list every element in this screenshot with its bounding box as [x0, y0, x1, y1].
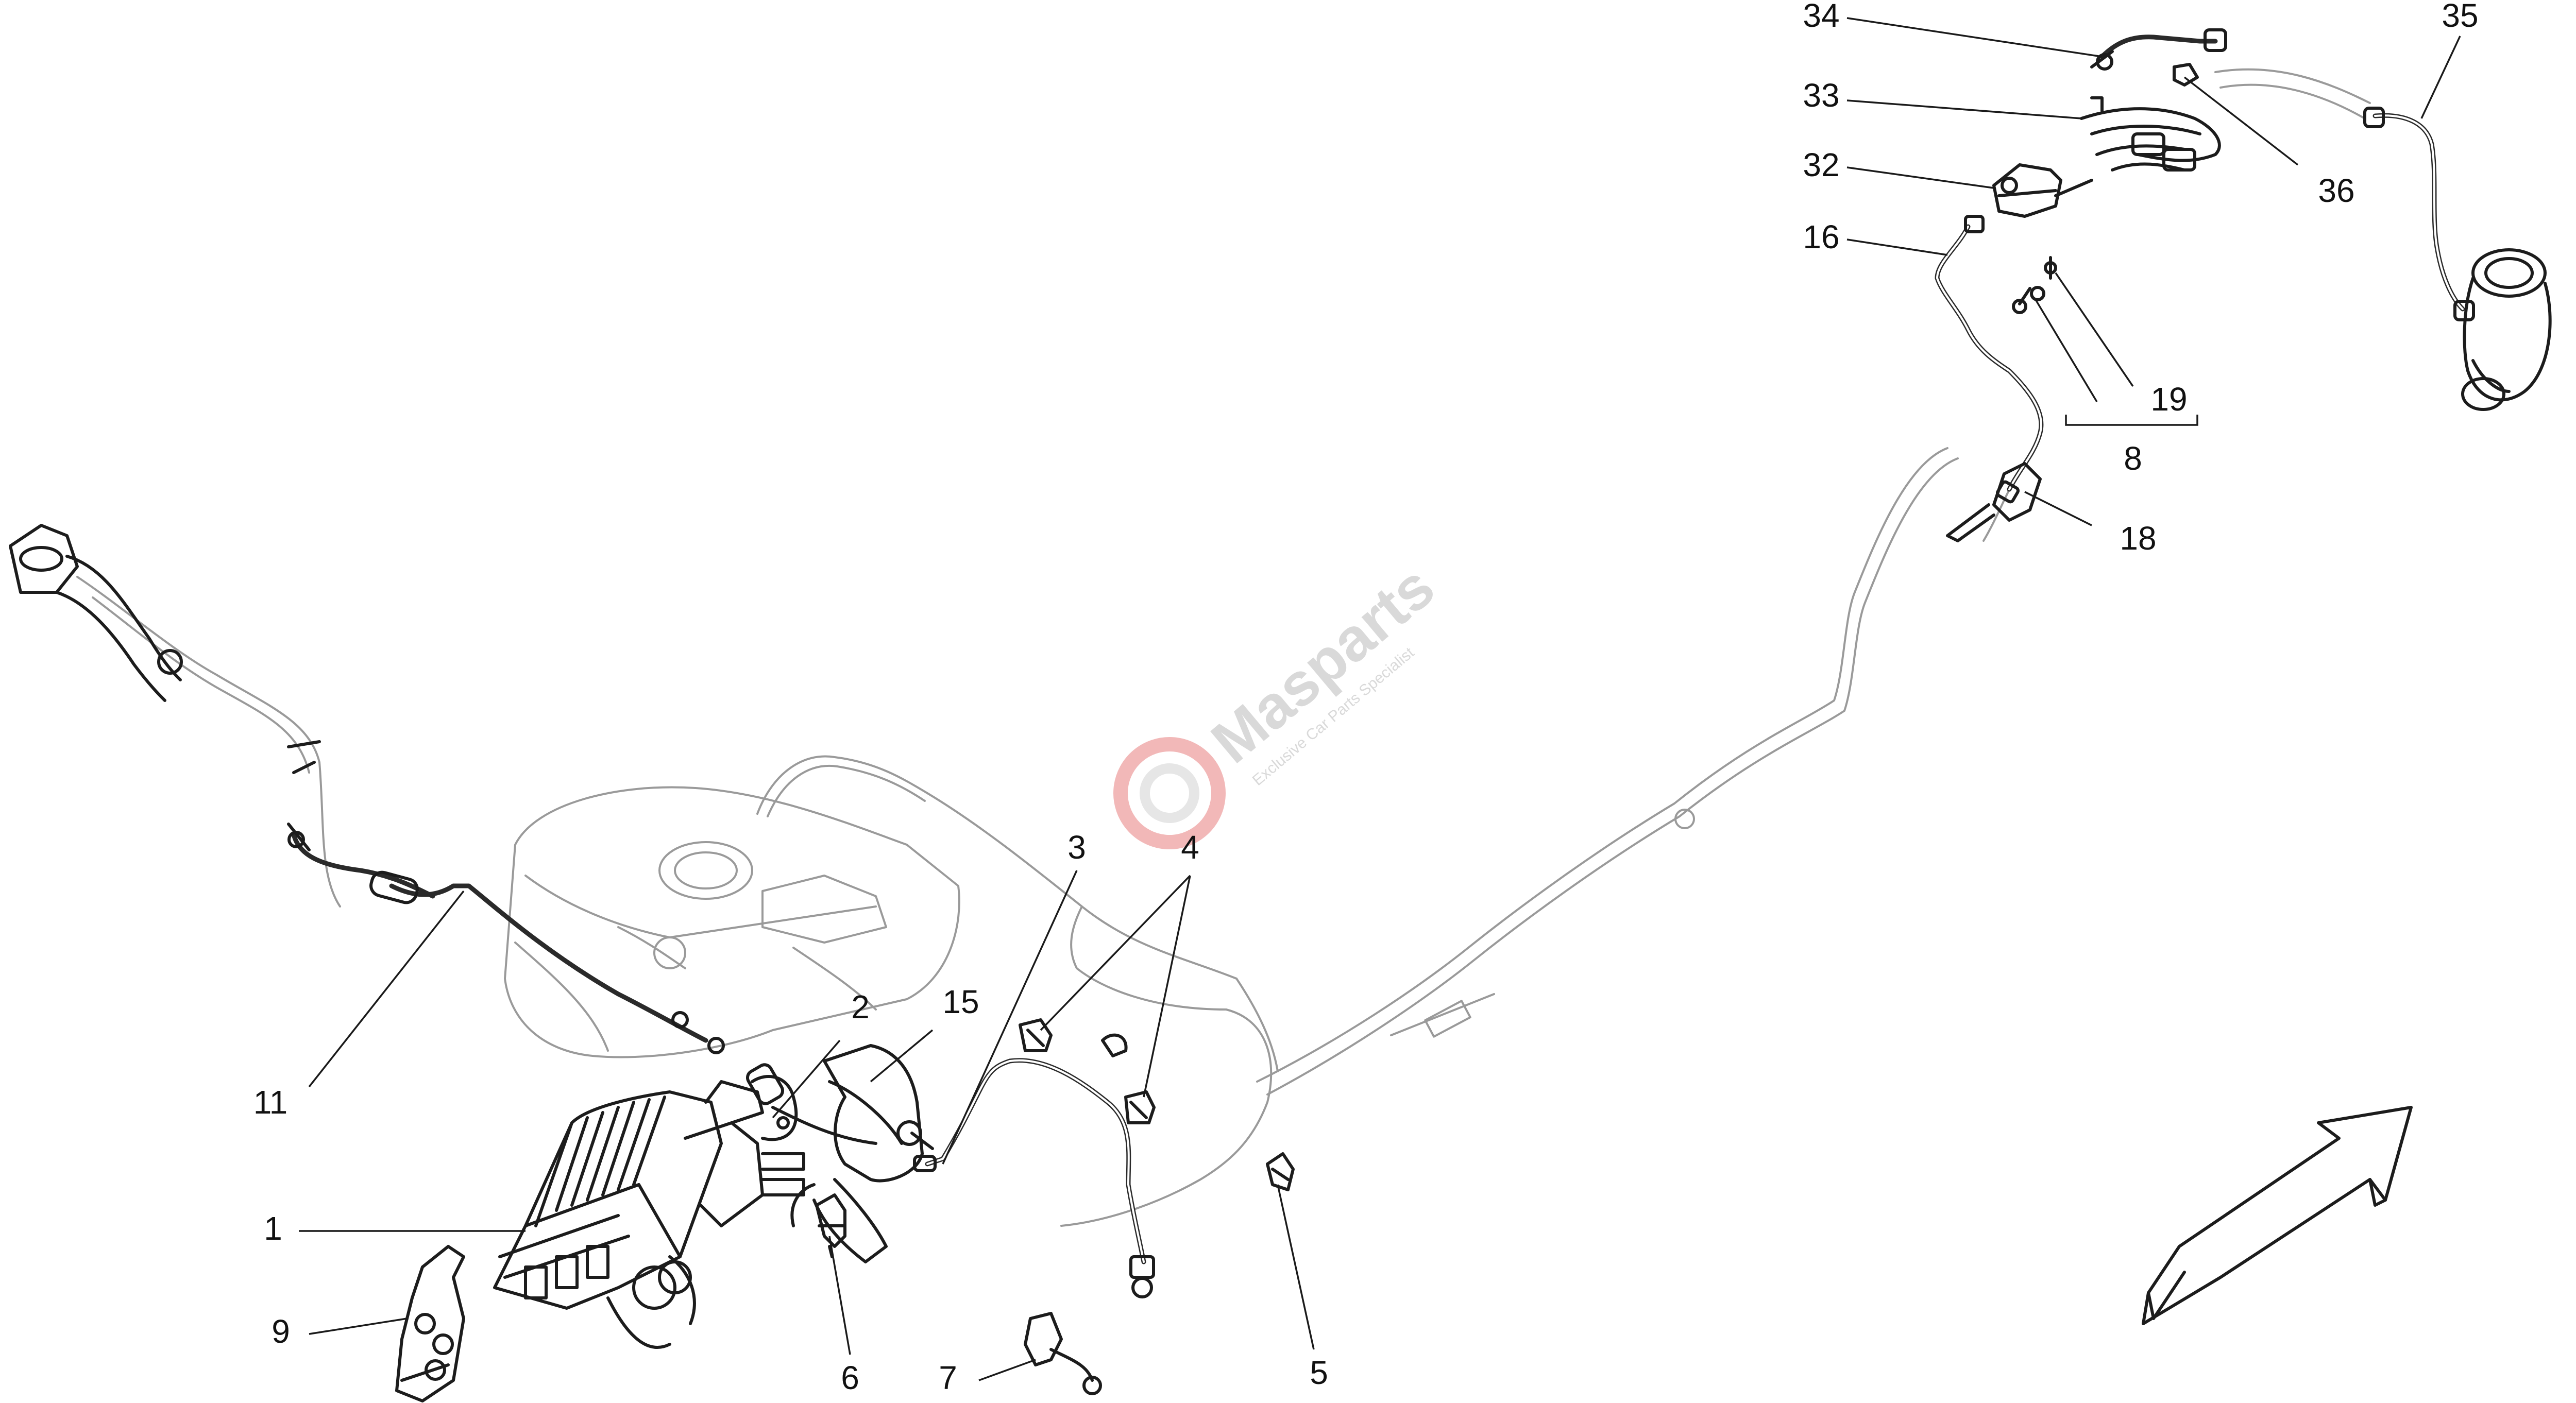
part-3-fuel-pipe	[913, 1058, 1155, 1298]
part-6-sensor	[815, 1193, 846, 1258]
callout-6: 6	[841, 1359, 859, 1396]
callout-11: 11	[253, 1084, 287, 1121]
watermark-logo-core	[1140, 763, 1199, 823]
callout-15: 15	[942, 983, 979, 1020]
part-11-vent-pipe	[287, 823, 725, 1054]
watermark: Masparts Exclusive Car Parts Specialist	[1113, 553, 1447, 849]
callout-36: 36	[2318, 172, 2354, 209]
part-4-clips	[1019, 1018, 1156, 1124]
part-7-connector	[1024, 1312, 1102, 1395]
callout-1: 1	[264, 1210, 282, 1247]
filler-neck-left	[9, 524, 321, 774]
leader-lines	[299, 17, 2461, 1381]
ghost-pipe-runs	[76, 68, 2371, 1227]
part-5-clip	[1266, 1152, 1295, 1191]
callout-5: 5	[1310, 1354, 1328, 1391]
callout-18: 18	[2120, 520, 2156, 557]
callout-35: 35	[2442, 0, 2478, 34]
callout-4: 4	[1181, 829, 1199, 866]
callout-8: 8	[2124, 440, 2142, 477]
callout-32: 32	[1803, 146, 1839, 183]
part-2-fitting	[745, 1063, 798, 1141]
callout-19: 19	[2150, 381, 2187, 418]
watermark-brand: Masparts	[1199, 553, 1447, 776]
rear-pipe-assembly	[1935, 28, 2552, 542]
callout-7: 7	[939, 1359, 957, 1396]
part-1-charcoal-canister	[493, 1080, 805, 1349]
part-9-bracket	[395, 1245, 465, 1402]
callout-34: 34	[1803, 0, 1839, 34]
callout-2: 2	[851, 988, 870, 1025]
callout-3: 3	[1067, 829, 1086, 866]
watermark-logo-ring	[1113, 737, 1226, 849]
part-15-purge-valve	[771, 1044, 934, 1263]
callout-9: 9	[272, 1313, 290, 1350]
callout-labels: 1 2 3 4 5 6 7 8 9 11 15 16 18 19 32 33 3…	[253, 0, 2479, 1396]
callout-16: 16	[1803, 218, 1839, 255]
fuel-tank-ghost	[504, 786, 960, 1058]
direction-arrow	[2142, 1106, 2413, 1325]
callout-33: 33	[1803, 77, 1839, 114]
